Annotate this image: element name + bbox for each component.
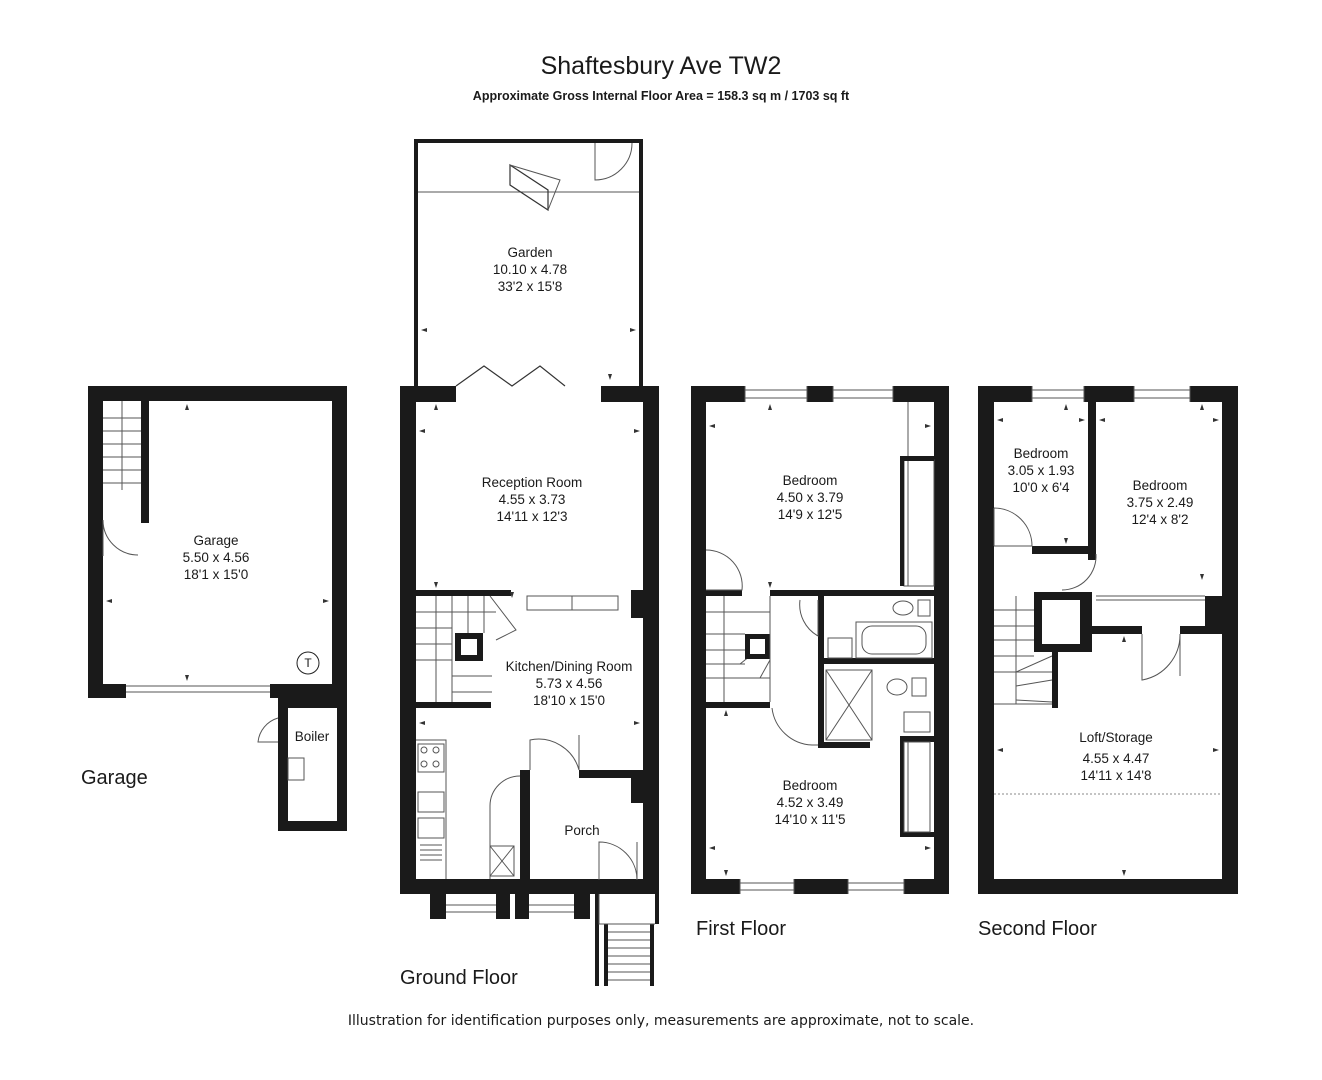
ground-floor-plan	[400, 139, 659, 986]
room-size-metric: 3.05 x 1.93	[1007, 463, 1075, 478]
room-name: Loft/Storage	[1079, 730, 1153, 745]
disclaimer-text: Illustration for identification purposes…	[347, 1013, 975, 1029]
room-size-metric: 3.75 x 2.49	[1126, 495, 1194, 510]
room-label-garage: Garage 5.50 x 4.56 18'1 x 15'0	[166, 532, 266, 583]
room-size-metric: 4.55 x 4.47	[1082, 751, 1150, 766]
room-label-bedroom-first-rear: Bedroom 4.50 x 3.79 14'9 x 12'5	[760, 472, 860, 523]
thermostat-icon	[296, 651, 320, 675]
room-name: Bedroom	[782, 778, 838, 793]
room-size-imperial: 18'1 x 15'0	[183, 567, 249, 582]
floor-area-subtitle: Approximate Gross Internal Floor Area = …	[472, 89, 850, 103]
thermostat-label: T	[304, 656, 312, 670]
room-size-metric: 4.55 x 3.73	[498, 492, 566, 507]
first-floor-plan	[691, 386, 949, 894]
room-label-boiler: Boiler	[294, 729, 330, 744]
room-name: Garden	[507, 245, 553, 260]
room-size-imperial: 18'10 x 15'0	[533, 693, 605, 708]
floor-label-second: Second Floor	[978, 918, 1097, 940]
room-label-bedroom-second-small: Bedroom 3.05 x 1.93 10'0 x 6'4	[996, 445, 1086, 496]
floor-label-garage: Garage	[81, 767, 148, 789]
room-label-kitchen: Kitchen/Dining Room 5.73 x 4.56 18'10 x …	[494, 658, 644, 709]
room-size-metric: 4.52 x 3.49	[776, 795, 844, 810]
floor-label-first: First Floor	[696, 918, 786, 940]
room-size-metric: 5.50 x 4.56	[182, 550, 250, 565]
room-size-imperial: 14'10 x 11'5	[774, 812, 846, 827]
room-name: Reception Room	[481, 475, 583, 490]
room-label-bedroom-second-large: Bedroom 3.75 x 2.49 12'4 x 8'2	[1110, 477, 1210, 528]
room-name: Kitchen/Dining Room	[505, 659, 633, 674]
room-name: Bedroom	[1013, 446, 1069, 461]
room-name: Bedroom	[1132, 478, 1188, 493]
room-label-bedroom-first-front: Bedroom 4.52 x 3.49 14'10 x 11'5	[760, 777, 860, 828]
room-size-metric: 4.50 x 3.79	[776, 490, 844, 505]
room-label-porch: Porch	[564, 823, 600, 838]
room-size-imperial: 33'2 x 15'8	[497, 279, 563, 294]
room-size-metric: 5.73 x 4.56	[535, 676, 603, 691]
room-label-garden: Garden 10.10 x 4.78 33'2 x 15'8	[470, 244, 590, 295]
floor-label-ground: Ground Floor	[400, 967, 518, 989]
room-size-imperial: 14'11 x 14'8	[1080, 768, 1152, 783]
room-name: Garage	[193, 533, 239, 548]
room-size-imperial: 14'11 x 12'3	[496, 509, 568, 524]
page-title: Shaftesbury Ave TW2	[540, 52, 782, 80]
room-name: Bedroom	[782, 473, 838, 488]
room-size-imperial: 14'9 x 12'5	[777, 507, 843, 522]
room-size-imperial: 10'0 x 6'4	[1012, 480, 1070, 495]
room-label-loft: Loft/Storage 4.55 x 4.47 14'11 x 14'8	[1056, 729, 1176, 784]
second-floor-plan	[978, 386, 1238, 894]
room-size-imperial: 12'4 x 8'2	[1131, 512, 1189, 527]
garage-plan	[88, 386, 347, 831]
room-size-metric: 10.10 x 4.78	[492, 262, 568, 277]
room-label-reception: Reception Room 4.55 x 3.73 14'11 x 12'3	[462, 474, 602, 525]
